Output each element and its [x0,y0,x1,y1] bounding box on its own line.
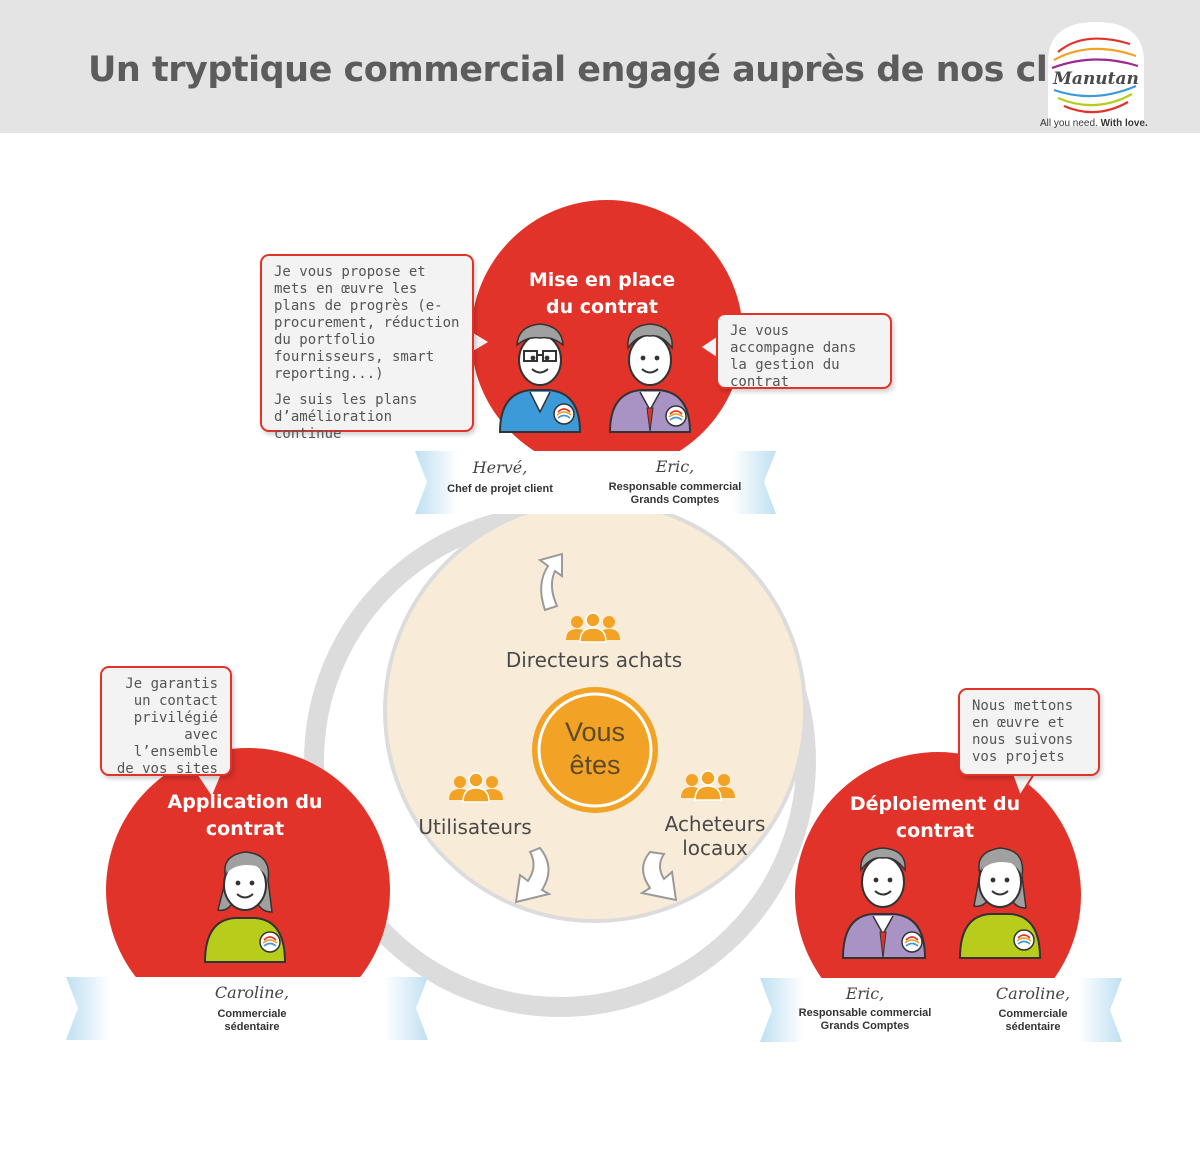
bubble-top-right-text: Je vous accompagne dans la gestion du co… [730,323,857,390]
person-role: Responsable commercial Grands Comptes [608,481,742,506]
arrow-down-left-icon [514,846,552,904]
bubble-top-left-text-2: Je suis les plans d’amélioration continu… [274,392,418,442]
person-name: Caroline, [995,984,1071,1003]
group-label-top: Directeurs achats [505,648,683,672]
stage-right-circle [795,752,1081,1038]
group-label-left: Utilisateurs [418,815,532,839]
person-name: Hervé, [472,458,528,477]
bubble-left: Je garantis un contact privilégié avec l… [100,666,232,777]
person-name: Eric, [655,457,695,476]
page-title: Un tryptique commercial engagé auprès de… [88,50,1144,90]
bubble-right: Nous mettons en œuvre et nous suivons vo… [958,688,1100,776]
bubble-top-left: Je vous propose et mets en œuvre les pla… [260,254,474,442]
person-name: Eric, [845,984,885,1003]
stage-right-title: Déploiement du contrat [849,793,1021,842]
brand-logo-text: Manutan [1052,69,1139,89]
ribbon-top [415,451,776,514]
ribbon-left [66,977,428,1040]
bubble-top-right: Je vous accompagne dans la gestion du co… [716,313,892,390]
person-role: Commerciale sédentaire [998,1008,1068,1033]
bubble-left-text: Je garantis un contact privilégié avec l… [116,676,218,777]
person-role: Responsable commercial Grands Comptes [798,1007,932,1032]
eric-avatar-top [608,323,692,433]
bubble-top-left-text-1: Je vous propose et mets en œuvre les pla… [274,264,460,382]
herve-avatar [498,323,582,433]
bubble-right-text: Nous mettons en œuvre et nous suivons vo… [972,698,1074,765]
person-role: Commerciale sédentaire [217,1008,287,1033]
stage-top-title: Mise en place du contrat [528,269,676,318]
ribbon-right [760,978,1122,1042]
arrow-down-right-icon [639,850,678,902]
center-disc [532,687,658,813]
brand-tagline: All you need. With love. [1040,118,1148,129]
stage-left-title: Application du contrat [167,791,323,840]
person-role: Chef de projet client [447,483,553,495]
header-bar [0,0,1200,133]
brand-logo: Manutan [1048,22,1144,126]
caroline-avatar-left [203,851,287,963]
arrow-up-icon [537,552,563,612]
caroline-avatar-right [958,847,1042,959]
eric-avatar-right [841,847,927,959]
group-label-right: Acheteurs locaux [664,812,766,860]
person-name: Caroline, [214,983,290,1002]
center-label: Vous êtes [564,717,626,780]
